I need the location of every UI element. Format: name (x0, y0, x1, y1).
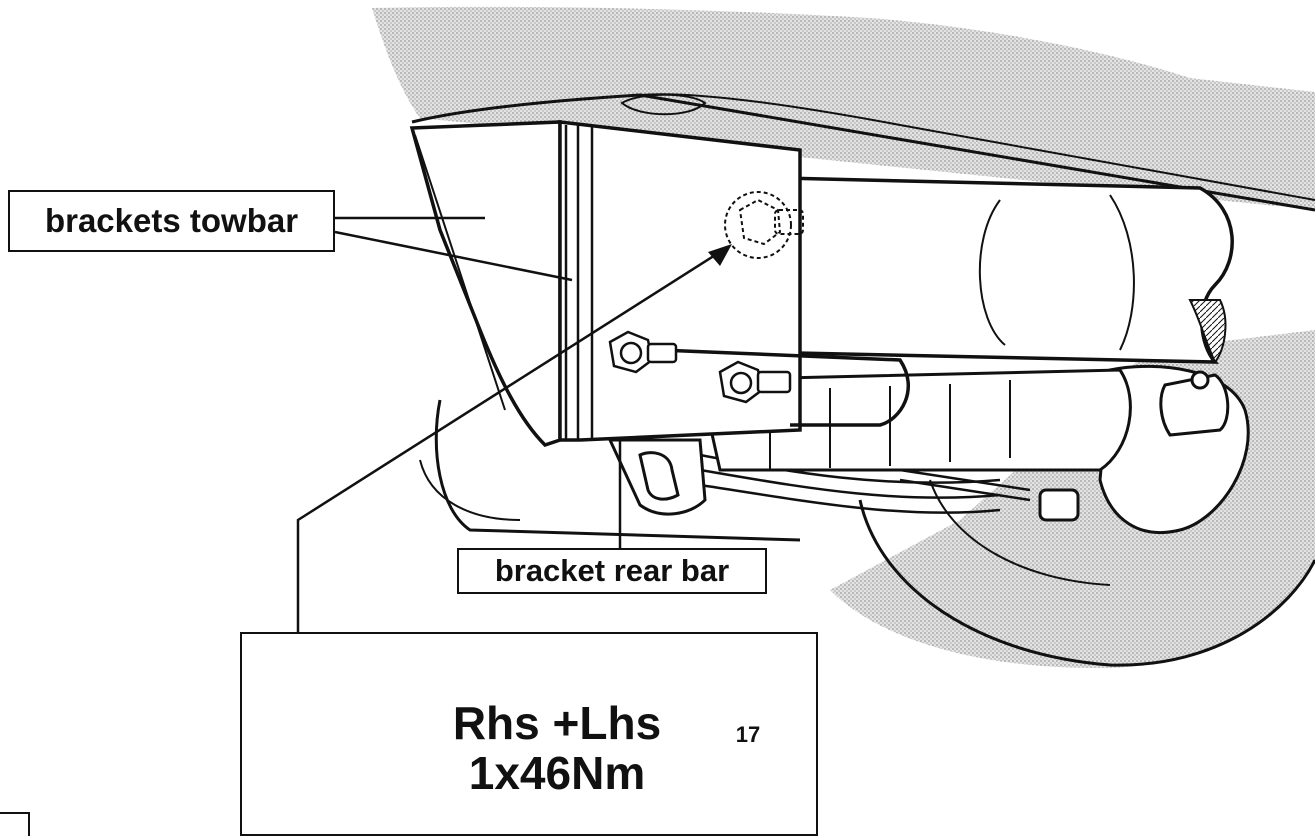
torque-spec-value: 1x46Nm (468, 747, 646, 799)
rear-bar (698, 368, 1132, 472)
torque-spec-text: Rhs +Lhs 1x46Nm (412, 698, 702, 798)
label-bracket-rear-bar: bracket rear bar (457, 548, 767, 594)
rear-wheel (419, 399, 1315, 667)
hidden-bolt (724, 191, 804, 259)
u-bracket (659, 348, 911, 427)
torque-spec-sides: Rhs +Lhs (452, 697, 662, 749)
page-corner-mark (0, 812, 30, 836)
callout-leaders (296, 216, 721, 632)
bracket-bolts (608, 330, 792, 404)
tow-eye (607, 438, 707, 516)
torque-spec-box: Rhs +Lhs 1x46Nm 17 (240, 632, 818, 836)
label-brackets-towbar: brackets towbar (8, 190, 335, 252)
car-underbody (411, 93, 1315, 212)
socket-size-label: 17 (735, 722, 761, 747)
arrow-head (708, 244, 732, 266)
axle-hub (1038, 364, 1250, 535)
